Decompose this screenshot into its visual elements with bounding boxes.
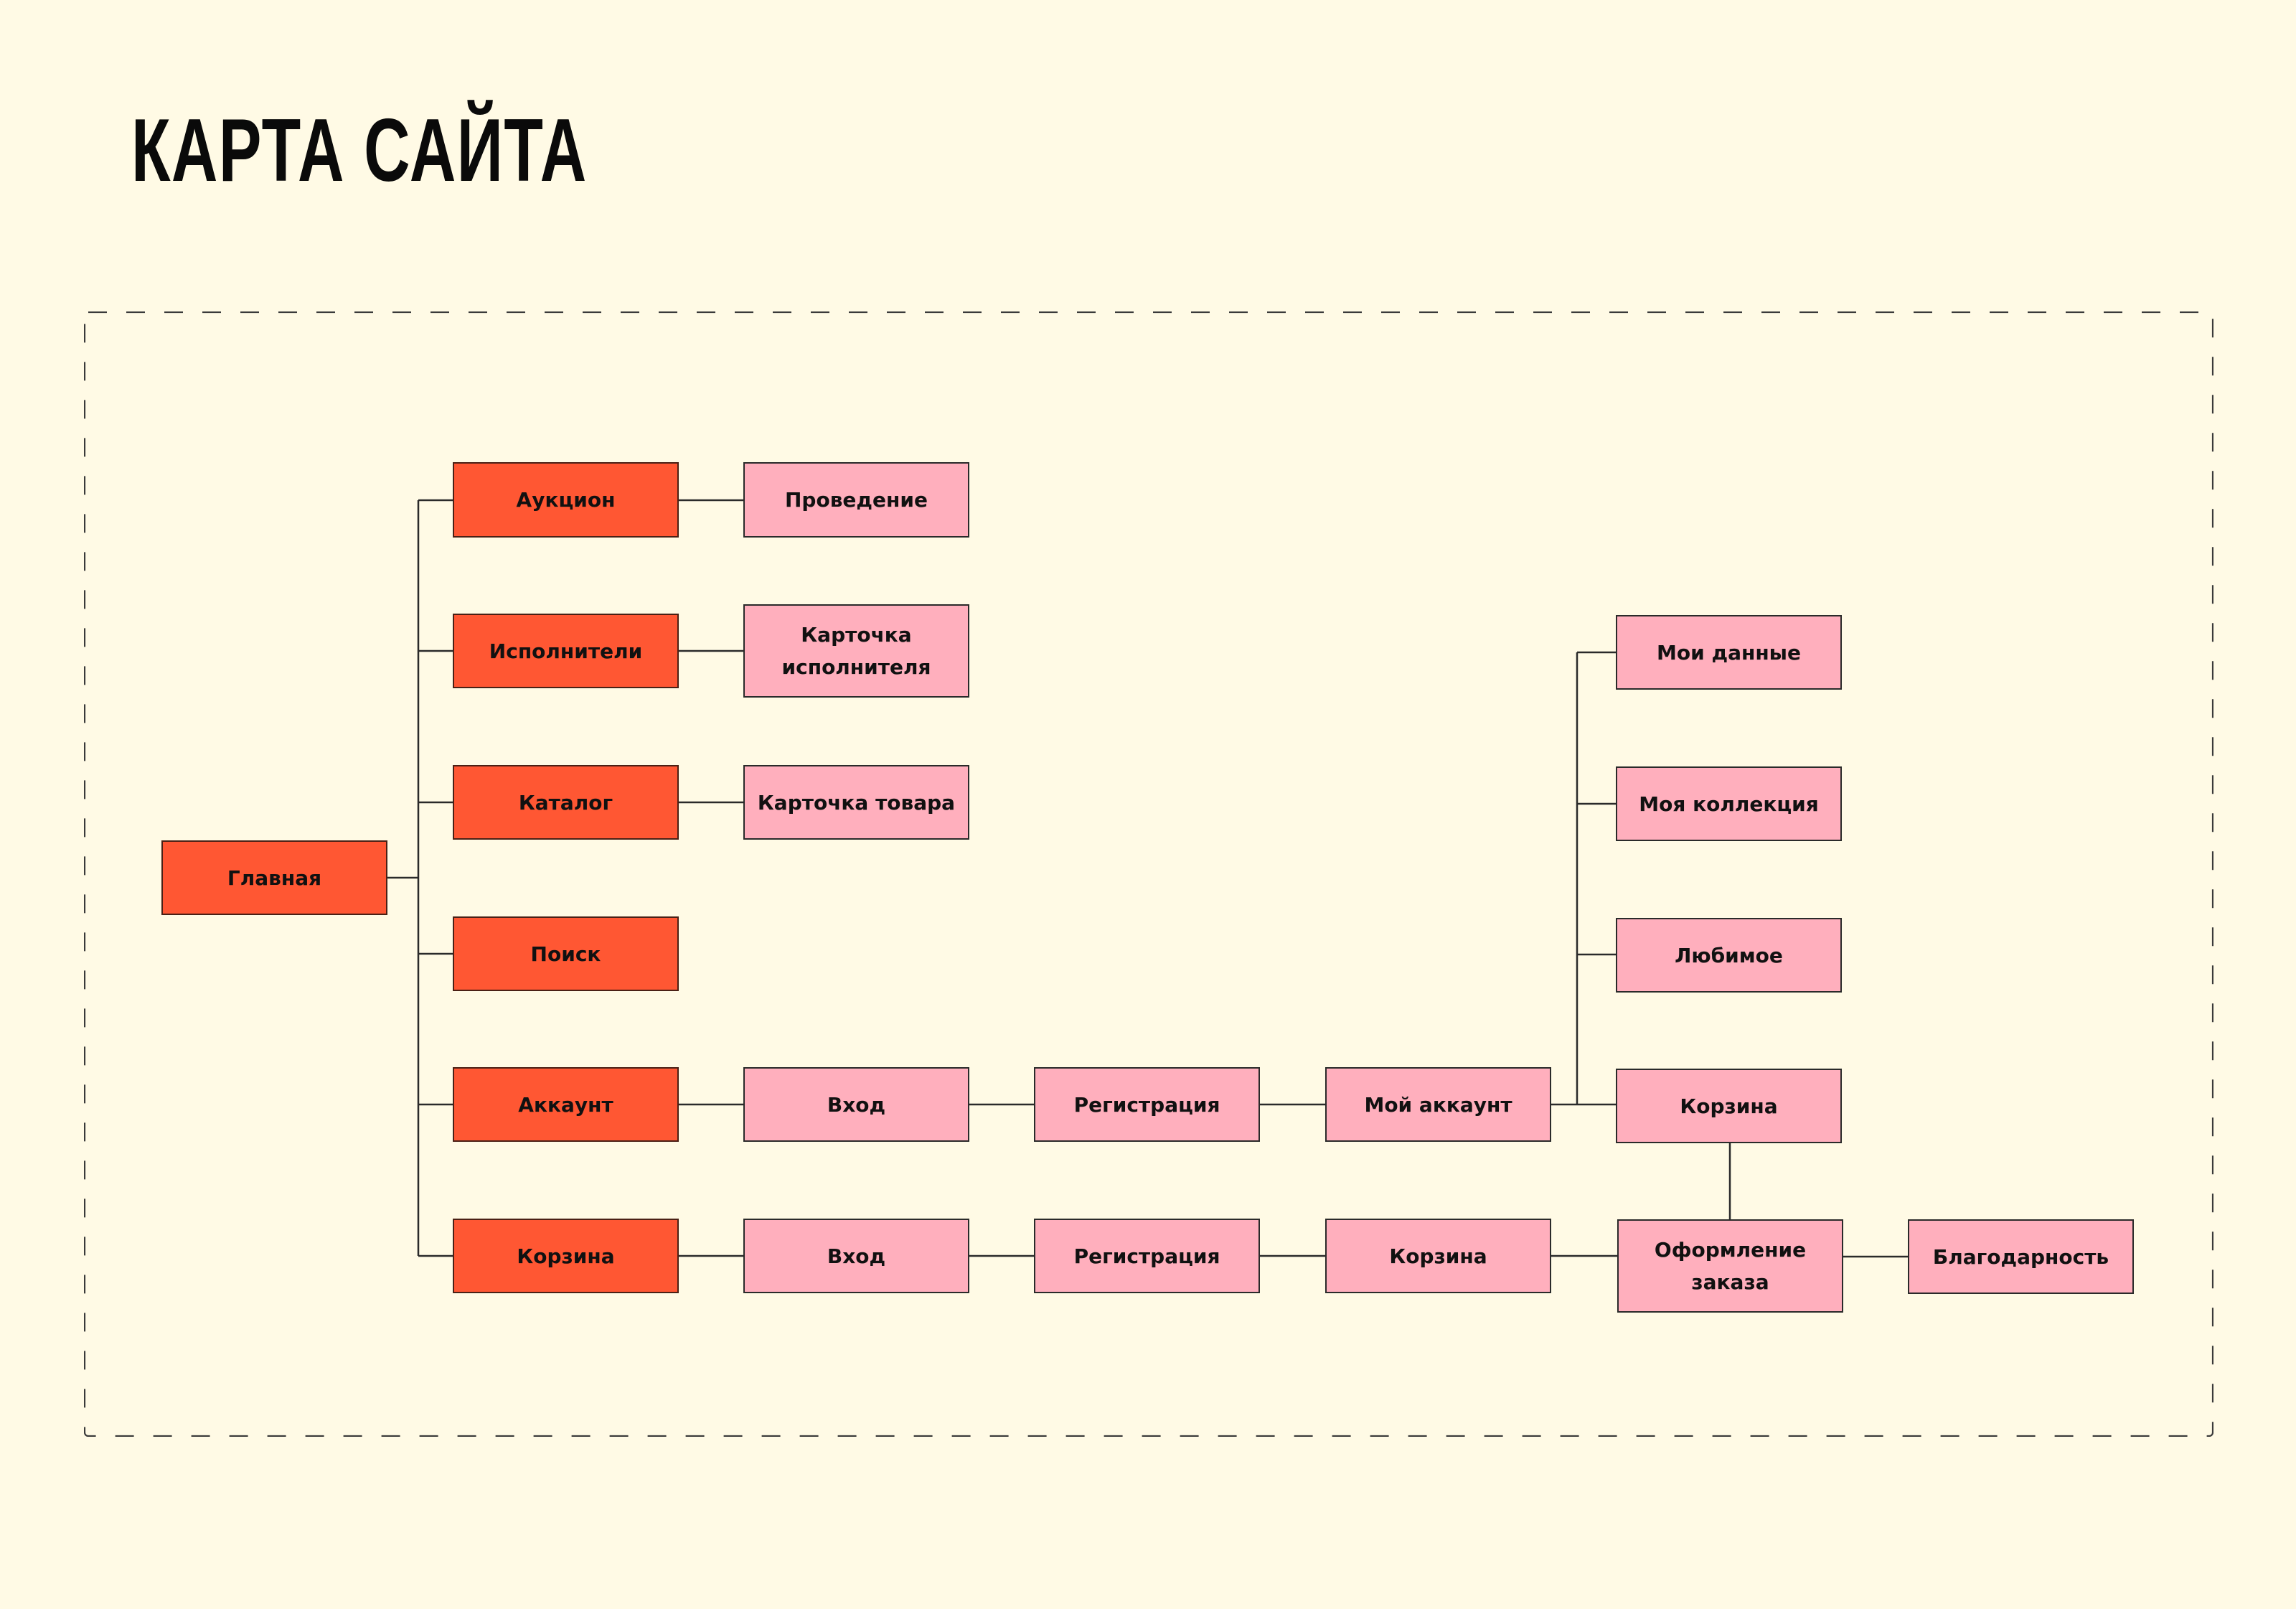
node-my-account[interactable]: Мой аккаунт (1325, 1067, 1551, 1142)
node-account-cart[interactable]: Корзина (1616, 1069, 1842, 1143)
node-account-cart-label: Корзина (1680, 1094, 1778, 1118)
node-search-label: Поиск (530, 942, 601, 966)
node-artist-card-label: Карточка исполнителя (781, 623, 931, 679)
node-cart-registration[interactable]: Регистрация (1034, 1219, 1260, 1293)
node-cart-login[interactable]: Вход (743, 1219, 969, 1293)
dashed-border (84, 311, 2213, 1437)
node-auction[interactable]: Аукцион (453, 462, 679, 538)
node-my-collection-label: Моя коллекция (1639, 792, 1819, 816)
node-cart-cart[interactable]: Корзина (1325, 1219, 1551, 1293)
node-favorites-label: Любимое (1675, 943, 1783, 967)
node-artist-card[interactable]: Карточка исполнителя (743, 604, 969, 698)
node-my-data-label: Мои данные (1657, 640, 1801, 665)
node-account-label: Аккаунт (518, 1092, 613, 1117)
node-product-card[interactable]: Карточка товара (743, 765, 969, 840)
node-favorites[interactable]: Любимое (1616, 918, 1842, 993)
node-auction-conduct-label: Проведение (785, 488, 928, 512)
node-account-registration[interactable]: Регистрация (1034, 1067, 1260, 1142)
node-thanks-label: Благодарность (1932, 1244, 2109, 1269)
node-my-collection[interactable]: Моя коллекция (1616, 766, 1842, 841)
node-auction-label: Аукцион (516, 488, 616, 512)
node-cart-login-label: Вход (827, 1244, 886, 1268)
node-search[interactable]: Поиск (453, 916, 679, 991)
node-cart-label: Корзина (517, 1244, 615, 1268)
node-cart[interactable]: Корзина (453, 1219, 679, 1293)
node-checkout-label: Оформление заказа (1654, 1238, 1807, 1294)
node-home[interactable]: Главная (161, 840, 387, 915)
node-account-registration-label: Регистрация (1073, 1092, 1220, 1117)
sitemap-frame (84, 311, 2213, 1437)
node-account-login[interactable]: Вход (743, 1067, 969, 1142)
node-artists-label: Исполнители (489, 639, 643, 663)
page-title: КАРТА САЙТА (131, 101, 588, 200)
node-cart-registration-label: Регистрация (1073, 1244, 1220, 1268)
node-cart-cart-label: Корзина (1389, 1244, 1487, 1268)
node-catalog[interactable]: Каталог (453, 765, 679, 840)
node-product-card-label: Карточка товара (757, 790, 956, 815)
node-artists[interactable]: Исполнители (453, 614, 679, 688)
node-thanks[interactable]: Благодарность (1908, 1219, 2134, 1294)
node-my-data[interactable]: Мои данные (1616, 615, 1842, 690)
node-catalog-label: Каталог (518, 790, 613, 815)
node-home-label: Главная (227, 866, 322, 890)
node-my-account-label: Мой аккаунт (1364, 1092, 1512, 1117)
node-auction-conduct[interactable]: Проведение (743, 462, 969, 538)
node-account[interactable]: Аккаунт (453, 1067, 679, 1142)
node-account-login-label: Вход (827, 1092, 886, 1117)
node-checkout[interactable]: Оформление заказа (1617, 1219, 1843, 1313)
